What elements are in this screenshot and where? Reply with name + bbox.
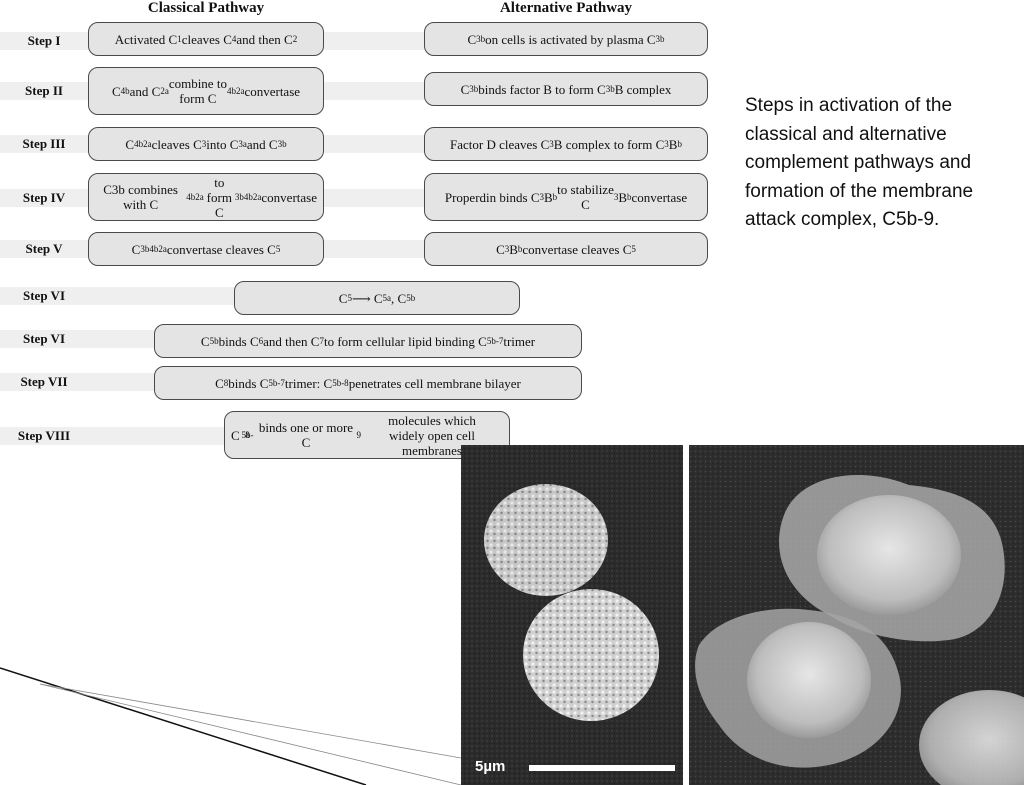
scale-bar-label: 5µm — [475, 758, 506, 775]
row-stripe — [0, 427, 230, 445]
step-label: Step III — [22, 136, 66, 151]
row-stripe — [0, 373, 160, 391]
step-label: Step VI — [22, 288, 66, 303]
micrograph-lysed-cells — [689, 445, 1024, 785]
alternative-pathway-header: Alternative Pathway — [499, 0, 633, 16]
classical-pathway-header: Classical Pathway — [147, 0, 265, 16]
step-label: Step II — [25, 83, 63, 98]
step-label: Step VI — [22, 331, 66, 346]
step-label: Step VII — [20, 374, 68, 389]
step-label: Step V — [25, 241, 63, 256]
row-stripe — [0, 287, 240, 305]
row-stripe — [0, 330, 160, 348]
micrograph-intact-cells: 5µm — [461, 445, 683, 785]
step-label: Step VIII — [17, 428, 71, 443]
step-label: Step I — [27, 33, 61, 48]
step-label: Step IV — [22, 190, 66, 205]
figure-caption: Steps in activation of the classical and… — [745, 95, 974, 230]
scale-bar — [529, 765, 675, 771]
